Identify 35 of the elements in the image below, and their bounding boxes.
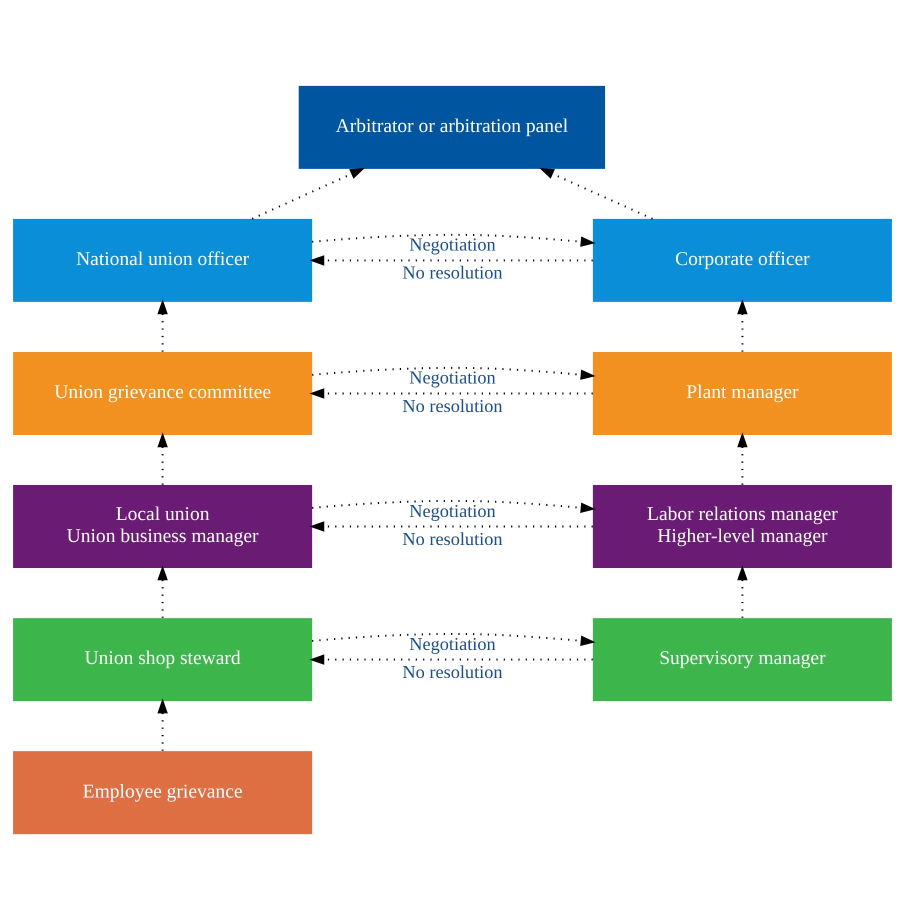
node-box: Employee grievance <box>13 750 312 834</box>
node-box: National union officer <box>13 218 312 302</box>
edge-label: Negotiation <box>409 500 496 520</box>
node-box: Corporate officer <box>592 218 892 302</box>
arrow <box>157 298 168 352</box>
node-box: Local union Union business manager <box>13 484 312 568</box>
arrow <box>309 388 593 398</box>
edge-label: No resolution <box>402 395 503 416</box>
arrow <box>737 564 748 618</box>
node-box: Labor relations manager Higher-level manager <box>592 484 892 568</box>
arrow <box>309 654 593 664</box>
arrow <box>737 298 748 352</box>
node-box: Supervisory manager <box>592 618 892 701</box>
edge-label: Negotiation <box>409 367 496 388</box>
edge-label: No resolution <box>402 528 503 548</box>
arrow <box>312 632 596 646</box>
node-box: Plant manager <box>592 351 892 434</box>
arrow <box>737 432 748 484</box>
edge-label: No resolution <box>402 262 503 282</box>
arrow <box>309 254 593 266</box>
arrow <box>157 432 168 484</box>
node-box: Arbitrator or arbitration panel <box>298 85 606 168</box>
edge-label: No resolution <box>402 661 503 682</box>
edge-label: Negotiation <box>409 633 496 654</box>
node-box: Union grievance committee <box>13 351 312 434</box>
arrow <box>312 499 596 512</box>
arrow <box>539 167 653 220</box>
arrow <box>157 564 168 618</box>
edge-label: Negotiation <box>409 234 496 254</box>
arrow <box>157 698 168 750</box>
arrow <box>312 233 596 246</box>
arrow <box>312 366 596 380</box>
arrow <box>252 167 365 220</box>
arrow <box>309 520 593 532</box>
node-box: Union shop steward <box>13 618 312 701</box>
